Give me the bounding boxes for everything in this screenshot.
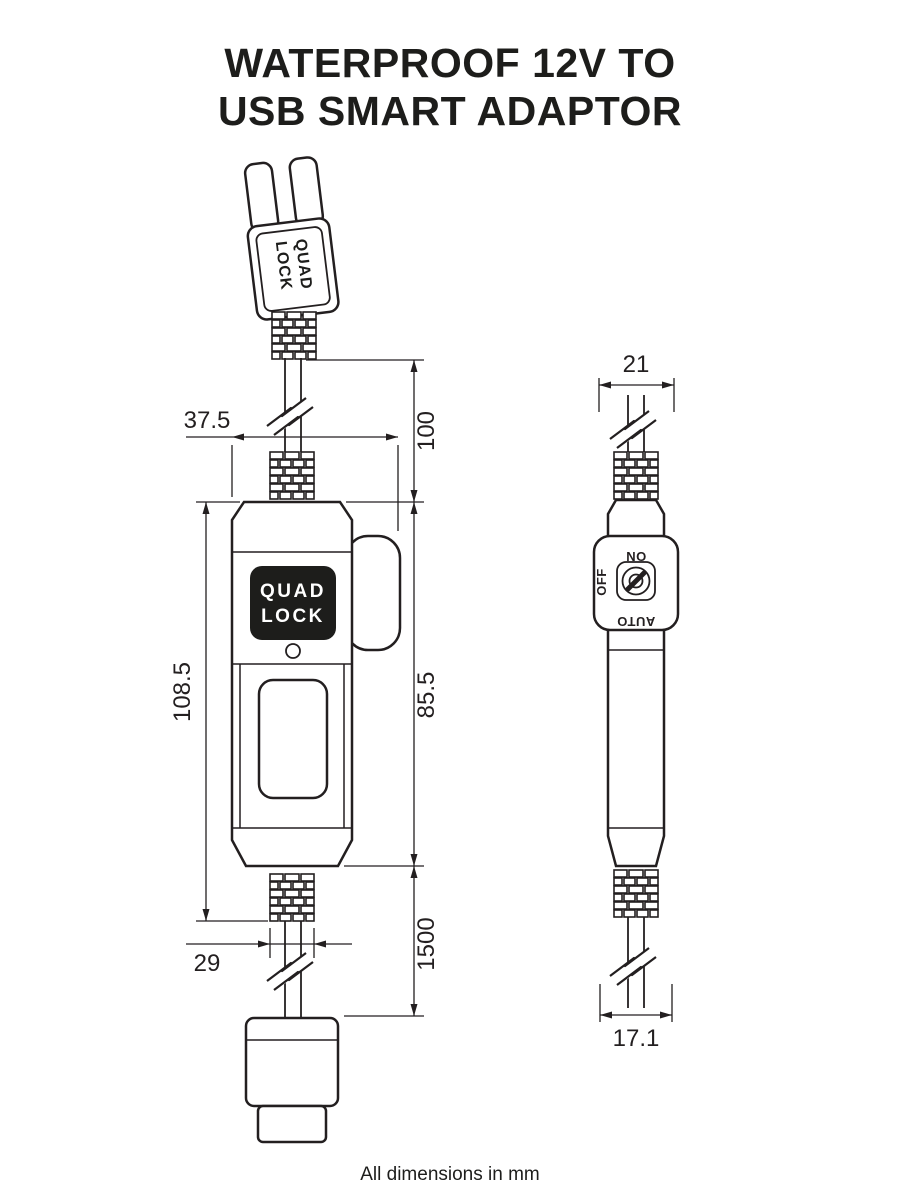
sae-plug-connector: QUAD LOCK <box>243 156 340 321</box>
plug-brand-word1: QUAD <box>292 238 315 291</box>
cable-break-icon <box>604 942 664 991</box>
side-view: ON OFF AUTO <box>592 395 680 1008</box>
page-title: WATERPROOF 12V TO USB SMART ADAPTOR <box>0 40 900 135</box>
dim-front-bottom-width: 29 <box>186 928 352 977</box>
strain-relief-body-top <box>269 451 315 500</box>
dim-side-bottom-width-label: 17.1 <box>613 1025 660 1052</box>
plug-prong-right <box>288 156 325 228</box>
dim-front-total-height: 108.5 <box>169 501 268 922</box>
side-top-cable <box>604 395 664 454</box>
switch-label-auto: AUTO <box>617 614 656 629</box>
dim-top-cable-length-label: 100 <box>413 411 440 451</box>
status-led <box>285 643 301 659</box>
cable-break-icon <box>604 405 664 454</box>
switch-label-off: OFF <box>594 568 609 596</box>
strain-relief-body-bottom <box>269 873 315 922</box>
dim-side-bottom-width: 17.1 <box>599 984 673 1052</box>
dim-top-cable-length: 100 <box>306 359 440 503</box>
side-bottom-cable <box>604 917 664 1008</box>
side-strain-relief-bottom <box>613 869 659 918</box>
usb-port-door <box>257 678 329 800</box>
usb-plug <box>244 1016 340 1144</box>
brand-badge: QUAD LOCK <box>250 566 336 640</box>
title-line-1: WATERPROOF 12V TO <box>224 40 676 86</box>
dimension-annotations: 37.5 100 85.5 1500 <box>169 351 675 1052</box>
strain-relief-plug <box>271 311 317 360</box>
dim-side-top-width-label: 21 <box>623 351 650 378</box>
top-cable <box>261 358 321 452</box>
title-line-2: USB SMART ADAPTOR <box>217 87 683 134</box>
plug-face <box>255 226 331 312</box>
dim-front-top-width: 37.5 <box>184 407 399 531</box>
dim-front-total-height-label: 108.5 <box>169 662 196 722</box>
plug-prong-left <box>243 161 280 233</box>
rotary-switch: ON OFF AUTO <box>592 534 680 632</box>
dim-front-body-height-label: 85.5 <box>413 672 440 719</box>
cable-break-icon <box>261 947 321 996</box>
cable-break-icon <box>261 392 321 441</box>
switch-slot <box>625 570 647 592</box>
side-strain-relief-top <box>613 451 659 500</box>
usb-weather-cap <box>344 534 402 652</box>
dim-side-top-width: 21 <box>598 351 675 412</box>
dim-front-body-height: 85.5 <box>344 502 440 867</box>
dimensions-note: All dimensions in mm <box>360 1164 540 1185</box>
dim-front-top-width-label: 37.5 <box>184 407 231 434</box>
plug-brand-word2: LOCK <box>272 240 295 291</box>
dim-bottom-cable-length-label: 1500 <box>413 917 440 970</box>
switch-label-on: ON <box>626 549 647 564</box>
bottom-cable <box>261 921 321 1018</box>
dim-bottom-cable-length: 1500 <box>344 866 440 1017</box>
dim-front-bottom-width-label: 29 <box>194 950 221 977</box>
badge-word1: QUAD <box>260 581 326 602</box>
front-view: QUAD LOCK <box>230 156 402 1144</box>
badge-word2: LOCK <box>261 606 325 627</box>
